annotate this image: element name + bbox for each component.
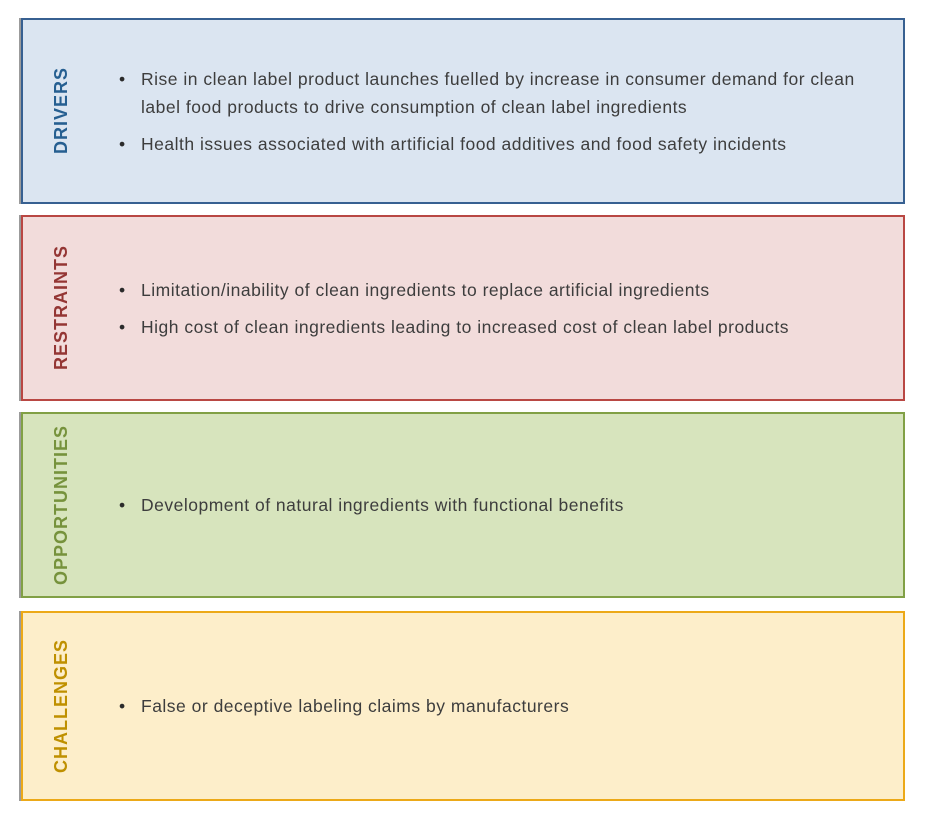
panel-restraints-label-col: RESTRAINTS (23, 217, 99, 399)
bullet-item: False or deceptive labeling claims by ma… (117, 692, 857, 720)
bullet-item: Development of natural ingredients with … (117, 491, 857, 519)
panel-challenges-label-col: CHALLENGES (23, 613, 99, 799)
panel-challenges: CHALLENGES False or deceptive labeling c… (21, 611, 905, 801)
bullet-item: High cost of clean ingredients leading t… (117, 313, 857, 341)
panel-drivers: DRIVERS Rise in clean label product laun… (21, 18, 905, 204)
panel-challenges-label: CHALLENGES (50, 638, 71, 773)
panel-challenges-bullet-list: False or deceptive labeling claims by ma… (99, 683, 881, 729)
panel-restraints-bullet-list: Limitation/inability of clean ingredient… (99, 267, 881, 350)
panel-restraints-label: RESTRAINTS (50, 245, 71, 371)
panel-opportunities: OPPORTUNITIES Development of natural ing… (21, 412, 905, 598)
panel-opportunities-bullet-list: Development of natural ingredients with … (99, 482, 881, 528)
bullet-item: Limitation/inability of clean ingredient… (117, 276, 857, 304)
panel-opportunities-label: OPPORTUNITIES (50, 424, 71, 585)
panel-drivers-bullet-list: Rise in clean label product launches fue… (99, 56, 881, 167)
panel-restraints: RESTRAINTS Limitation/inability of clean… (21, 215, 905, 401)
bullet-item: Rise in clean label product launches fue… (117, 65, 857, 121)
panel-drivers-label: DRIVERS (50, 67, 71, 155)
panel-drivers-label-col: DRIVERS (23, 20, 99, 202)
panel-opportunities-label-col: OPPORTUNITIES (23, 414, 99, 596)
bullet-item: Health issues associated with artificial… (117, 130, 857, 158)
